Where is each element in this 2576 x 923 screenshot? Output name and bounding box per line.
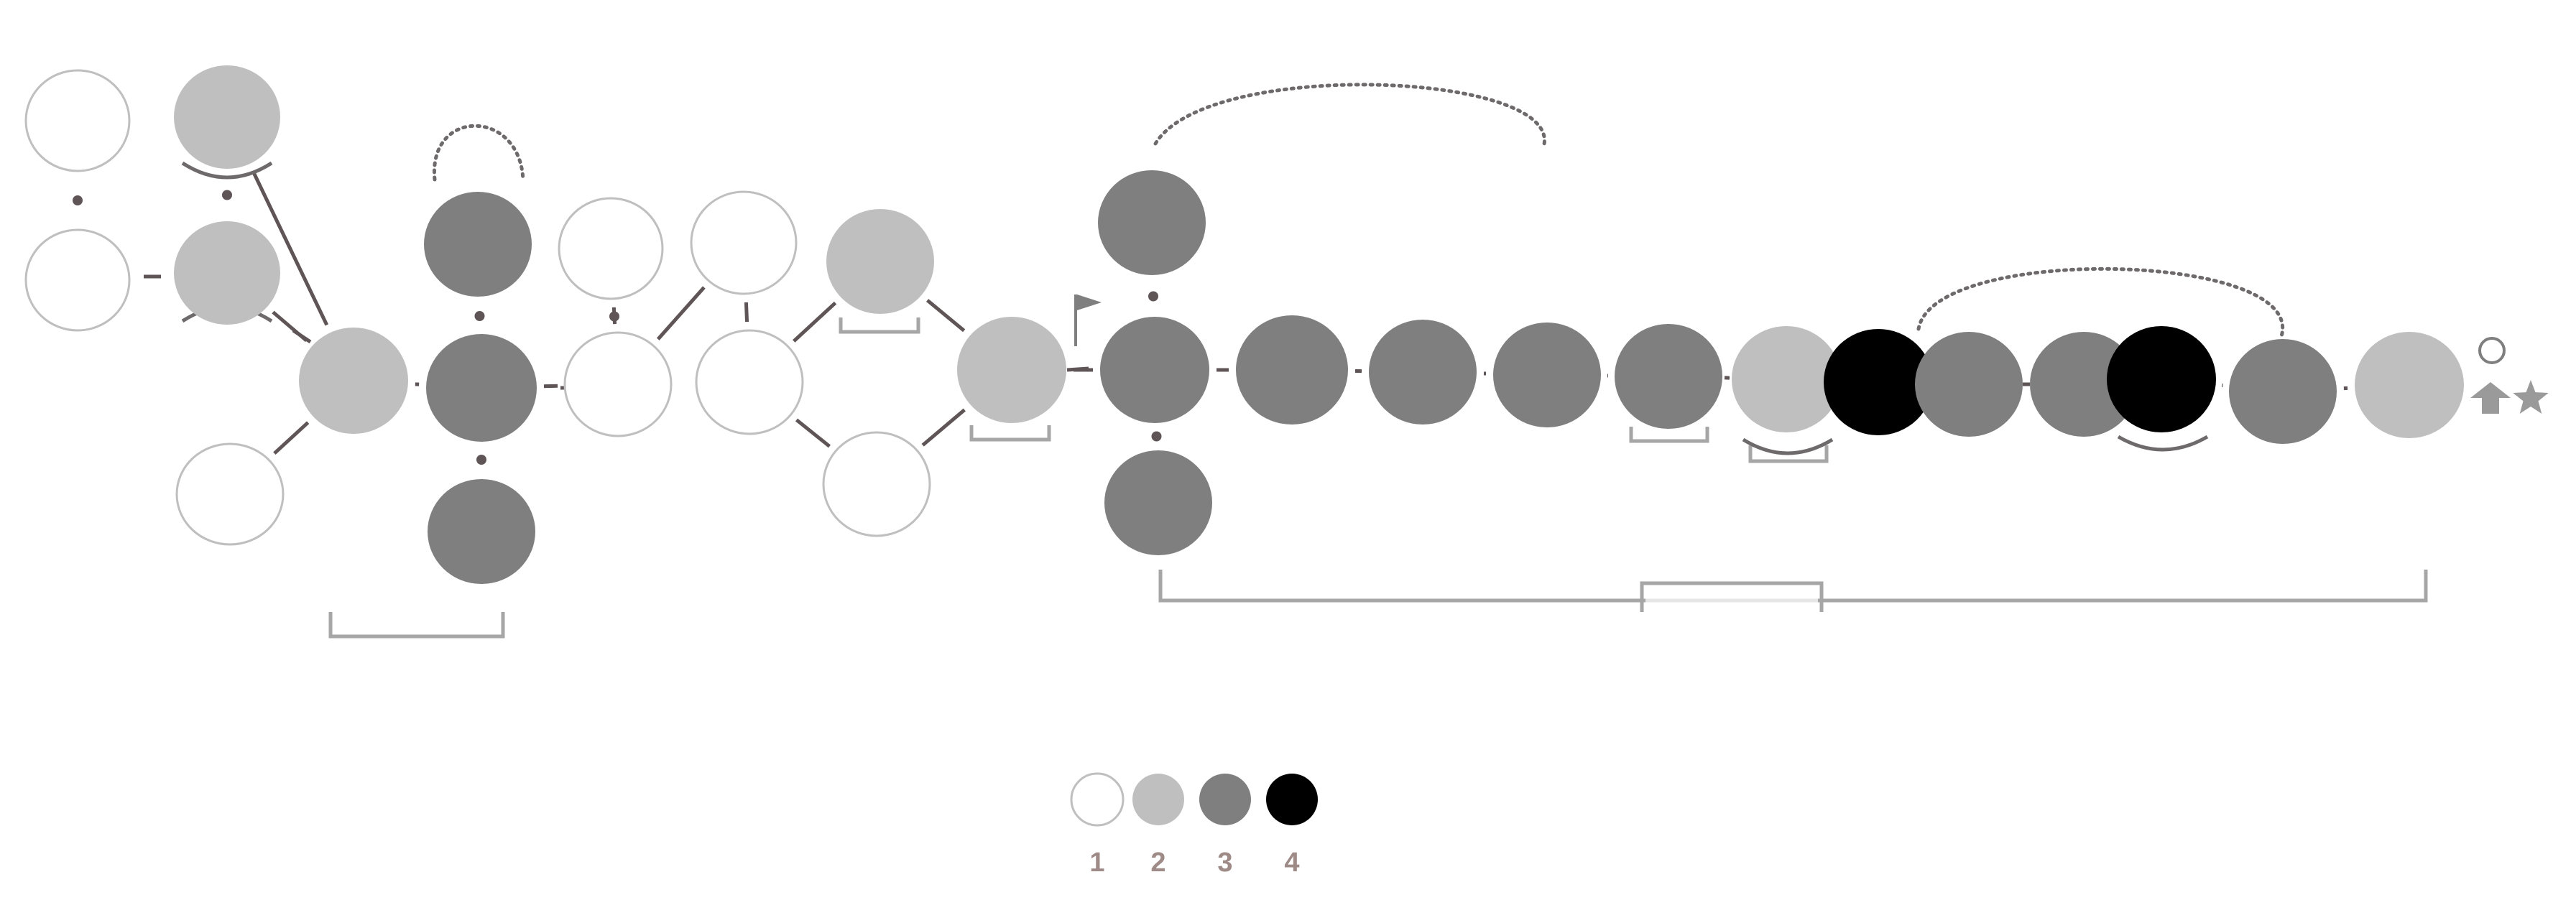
bracket [969,425,1051,442]
bond-edge [925,299,966,333]
residue-node-level-4 [2107,326,2216,432]
bond-edge [744,302,749,323]
brackets-layer [328,317,2428,639]
residue-node-level-1 [690,190,798,295]
residue-node-level-1 [24,69,131,172]
link-dot [222,190,232,200]
star-icon [2513,380,2549,414]
link-dot [609,311,619,322]
bond-edge [251,170,329,326]
bond-stub [292,328,312,344]
legend-label: 4 [1284,848,1299,878]
residue-node-level-3 [426,334,537,442]
bracket [1748,445,1829,463]
residue-node-level-3 [1915,332,2023,437]
residue-node-level-3 [1369,320,1477,425]
residue-node-level-2 [1732,326,1841,432]
dotted-arc [1153,83,1546,149]
legend-swatch [1199,774,1251,825]
residue-node-level-4 [1824,329,1933,435]
open-circle-icon [2478,337,2506,364]
residue-node-level-2 [957,317,1066,423]
legend-item-4: 4 [1266,774,1318,878]
residue-node-level-3 [2229,339,2337,444]
residue-node-level-3 [1104,450,1212,555]
link-dot [474,311,485,321]
bracket [1629,427,1709,443]
link-dot [73,195,83,205]
arcs-layer [181,83,2285,455]
residue-node-level-2 [826,209,934,314]
curve-mark [1742,437,1834,455]
bracket [839,317,920,334]
residue-node-level-2 [174,221,280,325]
residue-node-level-3 [1236,315,1348,425]
legend-item-3: 3 [1199,774,1251,878]
residue-node-level-2 [299,328,408,434]
legend-swatch [1266,774,1318,825]
bond-edge [273,421,310,455]
up-arrow-icon [2470,382,2511,414]
residue-node-level-1 [695,329,804,435]
link-dot [476,455,486,465]
legend-swatch [1132,774,1184,825]
dotted-arc [433,124,525,183]
residue-node-level-1 [175,442,285,546]
legend-label: 3 [1217,848,1232,878]
legend-label: 2 [1150,848,1165,878]
bond-edge [921,408,966,447]
flag-icon [1074,294,1102,346]
legend-label: 1 [1089,848,1104,878]
residue-node-level-2 [2355,332,2464,438]
residue-node-level-3 [1098,170,1206,275]
residue-node-level-3 [2030,332,2138,437]
dotted-arc [1916,266,2285,338]
curve-mark [2117,435,2209,452]
bond-edge [793,301,837,343]
link-dot [1151,431,1162,442]
bracket [328,612,505,639]
legend-item-2: 2 [1132,774,1184,878]
residue-node-level-1 [563,331,673,437]
curve-mark [181,161,273,180]
residue-node-level-1 [822,431,931,537]
nodes-layer [24,65,2464,584]
link-dot [1148,291,1158,302]
residue-node-level-3 [1100,317,1209,423]
legend-item-1: 1 [1070,772,1125,878]
residue-node-level-1 [24,228,131,332]
residue-node-level-3 [1493,323,1601,427]
residue-node-level-3 [428,479,535,584]
residue-node-level-3 [1615,324,1722,429]
legend: 1 2 3 4 [1070,772,1318,878]
bond-edge [656,286,706,340]
bond-edge [795,418,831,448]
legend-swatch [1070,772,1125,827]
markers-layer [1074,294,2549,414]
residue-node-level-3 [424,192,532,297]
bond-stub [1066,366,1089,372]
residue-node-level-2 [174,65,280,169]
residue-node-level-1 [558,197,664,300]
bracket-inner [1640,581,1824,612]
